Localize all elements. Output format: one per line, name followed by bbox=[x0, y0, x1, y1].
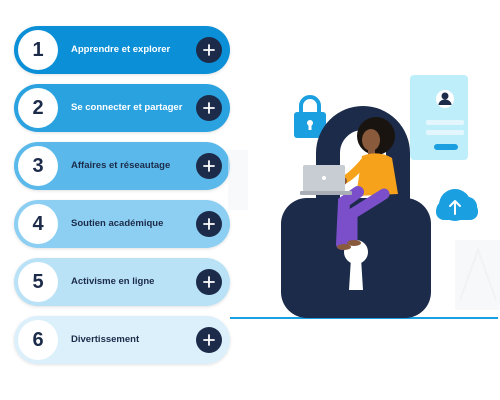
menu-item-2[interactable]: 2 Se connecter et partager bbox=[14, 84, 230, 132]
menu-item-label: Apprendre et explorer bbox=[71, 44, 171, 55]
menu-item-5[interactable]: 5 Activisme en ligne bbox=[14, 258, 230, 306]
expand-button[interactable] bbox=[196, 269, 222, 295]
plus-icon bbox=[203, 44, 215, 56]
person-with-laptop bbox=[300, 117, 398, 250]
menu-item-3[interactable]: 3 Affaires et réseautage bbox=[14, 142, 230, 190]
expand-button[interactable] bbox=[196, 211, 222, 237]
menu-item-label: Activisme en ligne bbox=[71, 276, 155, 287]
menu-item-number: 6 bbox=[18, 320, 58, 360]
menu-item-6[interactable]: 6 Divertissement bbox=[14, 316, 230, 364]
plus-icon bbox=[203, 102, 215, 114]
menu-item-label: Divertissement bbox=[71, 334, 140, 345]
login-card bbox=[410, 75, 468, 160]
menu-item-4[interactable]: 4 Soutien académique bbox=[14, 200, 230, 248]
plus-icon bbox=[203, 218, 215, 230]
background-decor bbox=[228, 150, 500, 310]
expand-button[interactable] bbox=[196, 95, 222, 121]
menu-item-number: 3 bbox=[18, 146, 58, 186]
menu-item-label: Affaires et réseautage bbox=[71, 160, 171, 171]
menu-item-number: 1 bbox=[18, 30, 58, 70]
expand-button[interactable] bbox=[196, 153, 222, 179]
menu-item-label: Soutien académique bbox=[71, 218, 164, 229]
plus-icon bbox=[203, 160, 215, 172]
menu-item-1[interactable]: 1 Apprendre et explorer bbox=[14, 26, 230, 74]
padlock-icon bbox=[294, 95, 326, 138]
cloud-upload-icon bbox=[436, 189, 478, 221]
plus-icon bbox=[203, 276, 215, 288]
menu-item-label: Se connecter et partager bbox=[71, 102, 183, 113]
expand-button[interactable] bbox=[196, 327, 222, 353]
expand-button[interactable] bbox=[196, 37, 222, 63]
large-lock-icon bbox=[281, 106, 431, 318]
plus-icon bbox=[203, 334, 215, 346]
menu-item-number: 5 bbox=[18, 262, 58, 302]
menu-item-number: 2 bbox=[18, 88, 58, 128]
menu-item-number: 4 bbox=[18, 204, 58, 244]
